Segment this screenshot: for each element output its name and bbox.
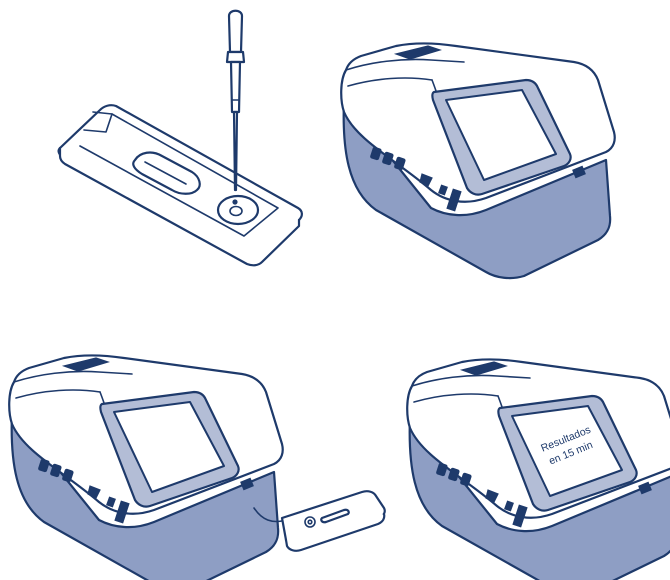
panel-analyzer-device: [341, 43, 615, 278]
panel-insert-cassette: [9, 355, 283, 580]
panel-apply-sample: [59, 11, 302, 266]
analyzer-results-icon: [407, 359, 670, 580]
test-cassette-icon: [59, 105, 302, 265]
analyzer-with-cassette-icon: [9, 355, 283, 580]
panel-read-results: Resultados en 15 min: [407, 359, 670, 580]
analyzer-icon: [341, 43, 615, 278]
